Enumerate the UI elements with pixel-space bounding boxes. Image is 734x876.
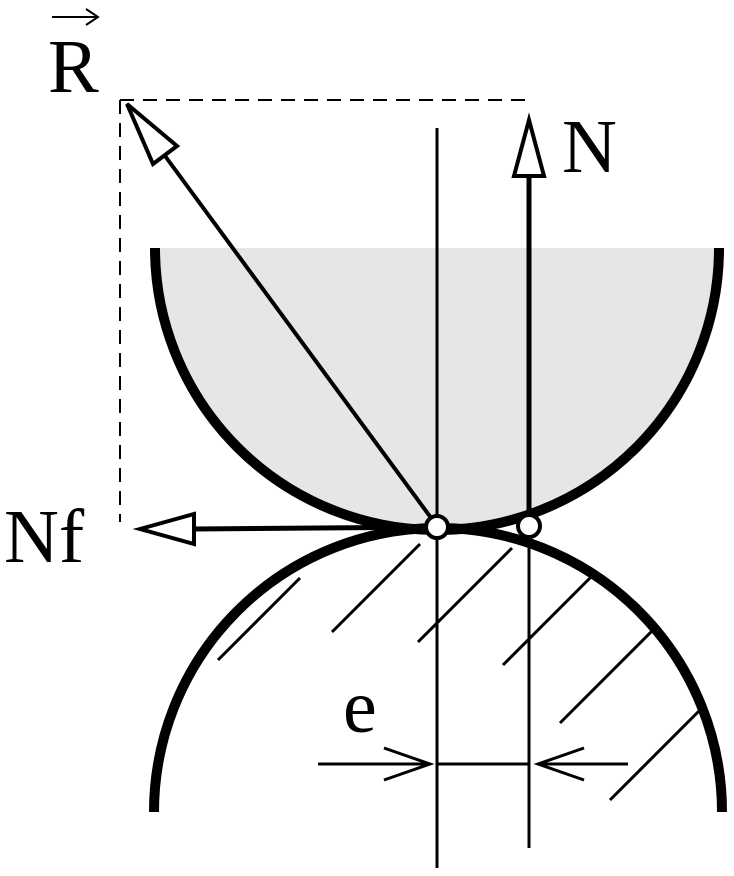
friction-force-arrow [132,511,438,547]
offset-dimension [318,746,628,782]
contact-point-center [424,514,450,540]
resultant-label: R [48,25,99,109]
normal-force-label: N [562,105,617,189]
upper-body-fill [152,248,717,531]
resultant-label-group: R [48,8,100,109]
resultant-arrow [125,102,439,528]
contact-point-offset [516,513,542,539]
normal-force-arrow [511,112,547,526]
force-parallelogram-dashed [119,99,534,522]
friction-force-label: Nf [4,495,85,579]
lower-body-hatching [216,542,706,802]
offset-label: e [343,665,377,749]
